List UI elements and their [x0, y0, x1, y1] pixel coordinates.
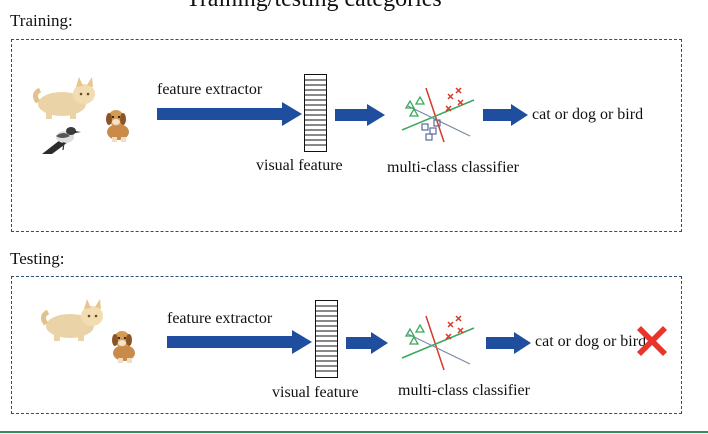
training-classifier-label: multi-class classifier [387, 159, 519, 176]
cat-image [32, 77, 95, 119]
testing-dog-image [112, 331, 135, 363]
testing-feature-arrow [346, 332, 388, 354]
training-classifier-plot-icon [401, 87, 475, 143]
training-label: Training: [10, 11, 73, 30]
testing-label: Testing: [10, 249, 65, 268]
training-visual-feature-label: visual feature [256, 157, 343, 174]
bottom-rule [0, 431, 708, 433]
testing-cat-image [40, 299, 103, 341]
testing-panel [11, 276, 682, 414]
reject-x-icon [637, 326, 667, 356]
testing-visual-feature-label: visual feature [272, 384, 359, 401]
diagram-title: Training/testing categories [186, 0, 442, 11]
training-panel [11, 39, 682, 232]
testing-classifier-plot-icon [401, 315, 475, 371]
training-feature-arrow [335, 104, 385, 126]
testing-feature-vector-icon [315, 300, 338, 378]
testing-output-arrow [486, 332, 531, 354]
training-output-arrow [483, 104, 528, 126]
training-extractor-label: feature extractor [157, 81, 263, 98]
testing-output-label: cat or dog or bird [535, 333, 647, 350]
training-feature-vector-icon [304, 74, 327, 152]
training-extractor-arrow [157, 102, 302, 126]
testing-extractor-label: feature extractor [167, 310, 273, 327]
dog-image [106, 110, 129, 142]
testing-classifier-label: multi-class classifier [398, 382, 530, 399]
bird-image [42, 127, 81, 154]
testing-extractor-arrow [167, 330, 312, 354]
training-output-label: cat or dog or bird [532, 106, 644, 123]
